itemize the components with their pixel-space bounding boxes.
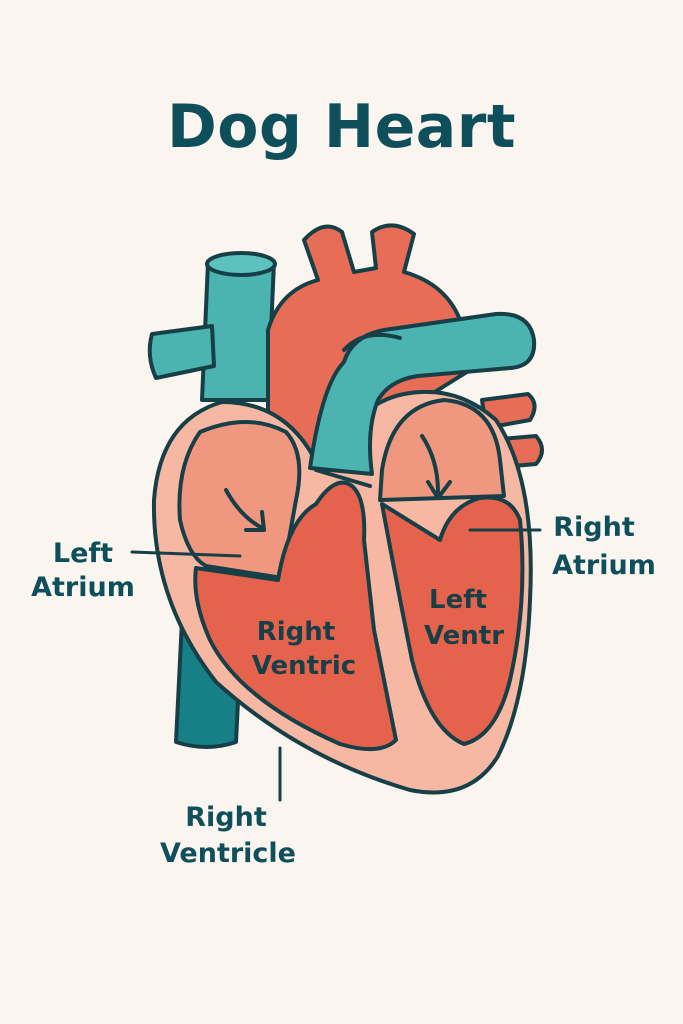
label-inner-left-ventr-line1: Left — [429, 585, 487, 615]
superior-vena-cava — [147, 251, 277, 402]
label-left-atrium-line1: Left — [53, 538, 113, 569]
leader-left-atrium — [130, 550, 242, 558]
label-inner-right-ventric-line1: Right — [257, 617, 335, 647]
ventricle-chamber-left — [193, 480, 398, 752]
label-right-ventricle-line2: Ventricle — [160, 838, 296, 869]
label-right-ventricle-line1: Right — [185, 802, 267, 833]
label-right-atrium-line2: Atrium — [552, 550, 656, 581]
right-atrium-chamber — [378, 398, 506, 502]
flow-arrow-left — [224, 488, 264, 530]
label-inner-right-ventric-line2: Ventric — [252, 651, 356, 681]
label-right-atrium-line1: Right — [553, 512, 635, 543]
page-title: Dog Heart — [166, 92, 517, 162]
flow-arrow-right — [420, 434, 440, 494]
ventricle-chamber-right — [380, 495, 525, 746]
pulmonary-artery — [308, 311, 537, 476]
label-left-atrium-line2: Atrium — [31, 572, 135, 603]
label-inner-left-ventr-line2: Ventr — [424, 621, 504, 651]
